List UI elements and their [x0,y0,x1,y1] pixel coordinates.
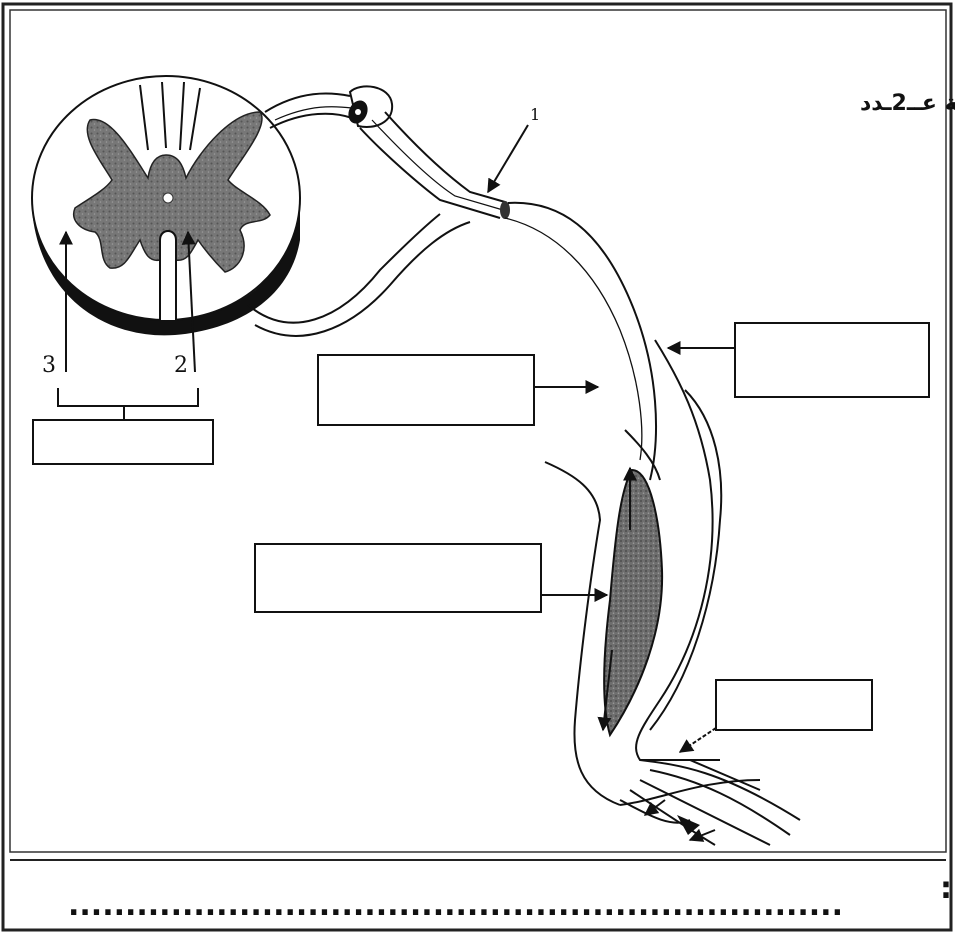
answer-box-nerve[interactable] [318,355,534,425]
answer-box-muscle[interactable] [255,544,541,612]
spinal-cord-section [32,76,300,335]
label-1: 1 [530,105,540,124]
answer-box-right-nerve[interactable] [735,323,929,397]
arrow-1 [488,125,528,192]
limb [545,340,800,845]
label-3: 3 [42,353,56,378]
muscle [604,470,662,735]
document-title: وثيقة عــ2ـدد [860,91,955,116]
bracket [58,388,198,422]
answer-box-bottom-left[interactable] [33,420,213,464]
label-2: 2 [174,353,188,378]
footer-dots[interactable]: ........................................… [68,888,843,923]
arrow-tendon-box [680,728,716,752]
answer-box-tendon[interactable] [716,680,872,730]
footer-label: العنوان : [940,871,955,906]
claw-tip [677,815,700,835]
central-canal [163,193,173,203]
